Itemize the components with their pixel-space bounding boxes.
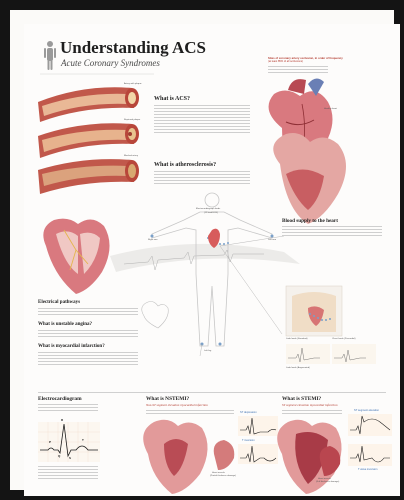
ecg-text bbox=[38, 404, 98, 413]
nstemi-text bbox=[146, 410, 234, 416]
electrical-text bbox=[38, 308, 138, 317]
label-limb-leads: Limb leads (Standard) bbox=[286, 338, 308, 340]
heading-nstemi: What is NSTEMI? bbox=[146, 396, 190, 402]
occlusion-title: Sites of coronary artery occlusion, in o… bbox=[268, 56, 343, 60]
artery-label-plaque: Artery with plaque bbox=[124, 83, 142, 85]
stemi-ecg bbox=[348, 414, 392, 466]
heading-blood-supply: Blood supply to the heart bbox=[282, 218, 338, 224]
ecg-label-p: P bbox=[49, 440, 52, 444]
heading-myocardial-infarction: What is myocardial infarction? bbox=[38, 344, 105, 349]
occlusion-subtitle: (at least 85% of all occlusions) bbox=[268, 60, 304, 63]
acs-poster: Understanding ACS Acute Coronary Syndrom… bbox=[24, 24, 400, 496]
nstemi-ecg bbox=[238, 416, 278, 464]
electrical-heart bbox=[43, 218, 110, 294]
stemi-subtitle: ST segment elevation myocardial infarcti… bbox=[282, 403, 338, 407]
heart-cross-section bbox=[273, 133, 346, 224]
small-heart bbox=[208, 228, 220, 248]
poster-subtitle: Acute Coronary Syndromes bbox=[61, 58, 160, 68]
heading-unstable-angina: What is unstable angina? bbox=[38, 322, 93, 327]
label-left-leg: Left leg bbox=[204, 350, 212, 352]
label-partial-thickness: (Partial thickness damage) bbox=[210, 475, 236, 477]
label-left-arm: Left arm bbox=[268, 239, 277, 241]
stemi-muscle bbox=[319, 446, 341, 476]
heading-electrical-pathways: Electrical pathways bbox=[38, 300, 81, 305]
heart-sketch bbox=[141, 301, 169, 329]
atherosclerosis-text-block bbox=[154, 171, 250, 186]
body-icon bbox=[44, 41, 56, 70]
label-st-elevation: ST segment elevation bbox=[354, 409, 380, 412]
label-heart-muscle-stemi: Heart muscle bbox=[318, 478, 331, 480]
stemi-text bbox=[282, 410, 342, 416]
label-full-thickness: (Full thickness damage) bbox=[316, 481, 340, 483]
ecg-ribbon bbox=[110, 243, 300, 272]
label-healthy-heart: Healthy heart bbox=[324, 108, 338, 110]
nstemi-muscle bbox=[213, 440, 235, 470]
ecg-label-t: T bbox=[82, 438, 84, 442]
label-t-wave-inversion: T wave inversion bbox=[358, 468, 378, 471]
heading-electrocardiogram: Electrocardiogram bbox=[38, 396, 82, 402]
nstemi-heart bbox=[143, 419, 208, 494]
label-t-inversion: T inversion bbox=[242, 439, 255, 442]
limb-lead-strips bbox=[286, 344, 376, 364]
label-chest-leads: Chest leads (Precordial) bbox=[332, 338, 356, 340]
mi-text bbox=[38, 352, 138, 367]
connector-lines bbox=[199, 235, 285, 357]
ecg-label-q: Q bbox=[58, 454, 61, 458]
ecg-wave-descriptions bbox=[38, 466, 98, 481]
ecg-waveform bbox=[38, 422, 100, 462]
label-right-arm: Right arm bbox=[148, 239, 158, 241]
blocked-artery bbox=[38, 159, 139, 194]
blood-supply-text bbox=[282, 226, 382, 238]
label-limb-leads-augmented: Limb leads (Augmented) bbox=[286, 367, 310, 369]
nstemi-subtitle: Non-ST segment elevation myocardial infa… bbox=[146, 403, 208, 407]
bottom-divider bbox=[38, 392, 386, 393]
heading-atherosclerosis: What is atherosclerosis? bbox=[154, 162, 217, 168]
poster-illustrations bbox=[38, 41, 392, 494]
heading-stemi: What is STEMI? bbox=[282, 396, 322, 402]
ecg-label-r: R bbox=[61, 418, 64, 422]
label-ecg-leads-sub: (12 lead ECG) bbox=[204, 212, 218, 214]
acs-text-block bbox=[154, 105, 250, 135]
occlusion-list bbox=[268, 66, 328, 75]
unstable-angina-text bbox=[38, 330, 138, 339]
artery-label-blocked: Blocked artery bbox=[124, 155, 138, 157]
label-st-depression: ST depression bbox=[240, 411, 257, 414]
artery-with-plaque bbox=[38, 87, 139, 122]
human-figure bbox=[151, 192, 273, 347]
heading-what-is-acs: What is ACS? bbox=[154, 96, 191, 102]
poster-title: Understanding ACS bbox=[60, 38, 206, 57]
label-ecg-leads: Electrocardiograph leads bbox=[196, 208, 221, 210]
chest-lead-diagram bbox=[285, 285, 343, 337]
ruptured-plaque bbox=[38, 123, 139, 158]
label-heart-muscle-nstemi: Heart muscle bbox=[212, 472, 225, 474]
artery-label-ruptured: Ruptured plaque bbox=[124, 119, 141, 121]
ecg-label-s: S bbox=[69, 456, 72, 460]
